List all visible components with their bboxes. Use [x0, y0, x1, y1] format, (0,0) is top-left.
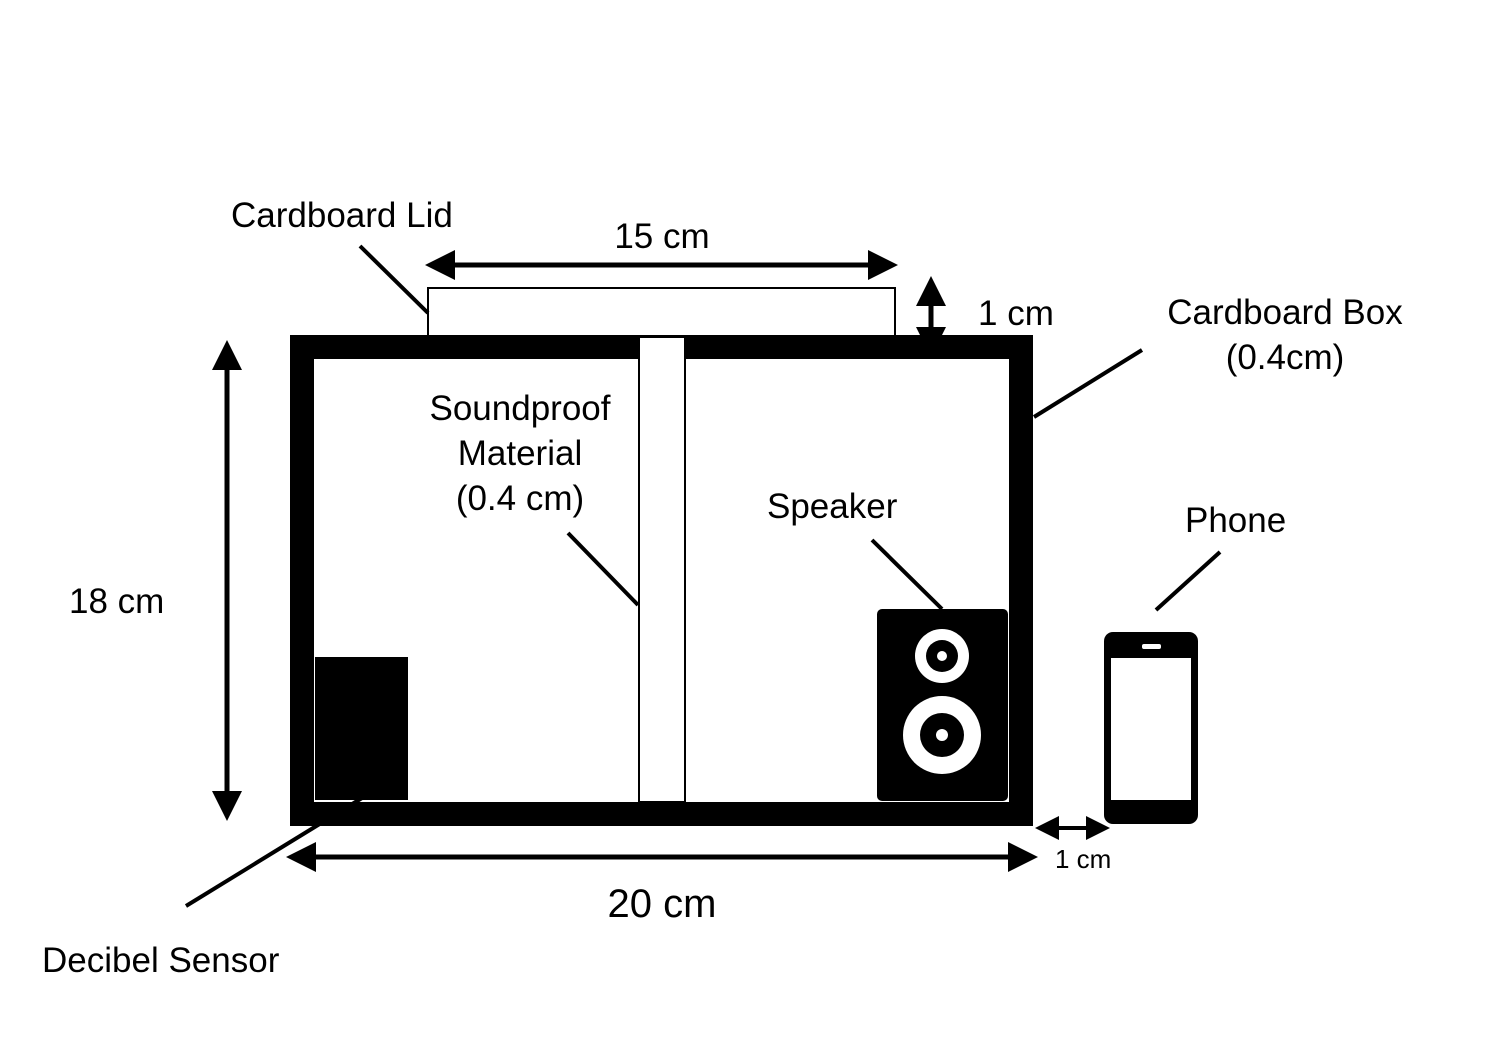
leader-soundproof-material	[566, 531, 640, 607]
label-speaker: Speaker	[767, 487, 898, 526]
label-soundproof-material: Soundproof Material (0.4 cm)	[400, 386, 640, 521]
leader-decibel-sensor	[184, 796, 364, 908]
label-box-height: 18 cm	[69, 582, 165, 621]
label-cardboard-lid: Cardboard Lid	[231, 196, 453, 235]
label-decibel-sensor: Decibel Sensor	[42, 941, 280, 980]
label-cardboard-box-line2: (0.4cm)	[1225, 338, 1345, 377]
label-phone: Phone	[1185, 501, 1287, 540]
leader-cardboard-lid	[358, 244, 430, 315]
label-lid-width: 15 cm	[614, 217, 710, 256]
decibel-sensor	[315, 657, 408, 800]
speaker	[877, 609, 1008, 801]
label-box-width: 20 cm	[607, 882, 717, 926]
leader-speaker	[870, 538, 944, 611]
leader-cardboard-box	[1032, 348, 1144, 419]
label-cardboard-box: Cardboard Box (0.4cm)	[1140, 290, 1430, 380]
cardboard-lid	[427, 287, 896, 337]
label-phone-gap: 1 cm	[1055, 844, 1112, 874]
label-lid-height: 1 cm	[978, 294, 1054, 333]
label-soundproof-line1: Soundproof	[429, 389, 611, 428]
soundproof-material	[638, 336, 686, 803]
phone	[1104, 632, 1198, 824]
label-soundproof-line2: Material	[457, 434, 583, 473]
leader-phone	[1154, 550, 1222, 612]
label-soundproof-line3: (0.4 cm)	[455, 479, 585, 518]
label-cardboard-box-line1: Cardboard Box	[1167, 293, 1403, 332]
